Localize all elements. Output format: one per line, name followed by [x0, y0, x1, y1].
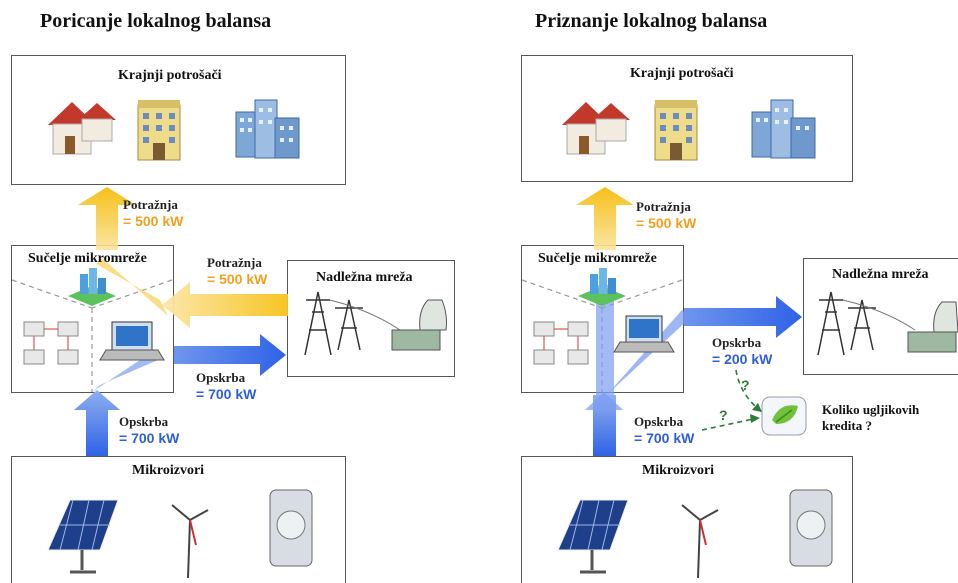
carbon-arrowhead-1 [752, 403, 762, 412]
left-panel-title: Poricanje lokalnog balansa [40, 10, 272, 32]
right-demand-up-name: Potražnja [636, 199, 691, 214]
right-supply-grid-arrow [684, 296, 802, 338]
left-wind-turbine-icon [171, 504, 209, 579]
right-mini-city-icon [578, 268, 626, 306]
left-supply-diag [92, 352, 158, 392]
right-fuel-cell-icon [789, 489, 833, 567]
right-panel-title: Priznanje lokalnog balansa [535, 10, 768, 32]
left-office-icon [235, 99, 300, 159]
left-supply-grid-arrow [174, 334, 286, 376]
right-supply-diag [604, 310, 690, 398]
left-demand-up-name: Potražnja [123, 197, 178, 212]
left-power-tower-icon [304, 291, 401, 356]
right-supply-sources-label: Opskrba = 700 kW [634, 414, 694, 446]
left-interface-label: Sučelje mikromreže [28, 251, 147, 266]
right-supply-inner [596, 285, 614, 395]
carbon-credits-line2: kredita ? [822, 418, 872, 433]
left-battery-icon [23, 321, 79, 365]
right-supply-sources-name: Opskrba [634, 414, 684, 429]
right-power-plant-icon [907, 301, 958, 353]
left-supply-grid-label: Opskrba = 700 kW [196, 370, 256, 402]
left-demand-grid-value: = 500 kW [207, 271, 268, 287]
right-consumers-label: Krajnji potrošači [630, 66, 734, 81]
carbon-credits-line1: Koliko ugljikovih [822, 402, 920, 417]
right-supply-sources-value: = 700 kW [634, 430, 695, 446]
right-sources-label: Mikroizvori [642, 463, 715, 478]
carbon-question-mark-2: ? [719, 407, 728, 423]
left-fuel-cell-icon [269, 489, 313, 567]
left-demand-grid-label: Potražnja = 500 kW [207, 255, 267, 287]
left-demand-up-label: Potražnja = 500 kW [123, 197, 183, 229]
left-supply-grid-name: Opskrba [196, 370, 246, 385]
carbon-arrowhead-2 [750, 414, 760, 423]
right-demand-up-label: Potražnja = 500 kW [636, 199, 696, 231]
carbon-question-mark-1: ? [741, 377, 750, 393]
left-house-icon [48, 102, 116, 155]
left-supply-grid-value: = 700 kW [196, 386, 257, 402]
left-sources-label: Mikroizvori [132, 463, 205, 478]
left-power-plant-icon [391, 299, 447, 351]
right-supply-up-arrow [593, 395, 616, 456]
left-laptop-icon [99, 321, 165, 361]
right-office-icon [751, 99, 816, 159]
carbon-credits-label: Koliko ugljikovih kredita ? [822, 402, 919, 434]
right-demand-up-value: = 500 kW [636, 215, 697, 231]
right-solar-panel-icon [557, 499, 629, 574]
right-supply-up-head [585, 392, 623, 410]
right-grid-box [803, 258, 958, 375]
right-wind-turbine-icon [681, 504, 719, 579]
left-demand-grid-name: Potražnja [207, 255, 262, 270]
left-demand-grid-arrow [162, 282, 288, 328]
left-hotel-icon [137, 100, 181, 161]
right-interface-label: Sučelje mikromreže [538, 251, 657, 266]
carbon-leaf-icon [761, 396, 807, 436]
right-laptop-icon [613, 315, 675, 353]
left-supply-sources-label: Opskrba = 700 kW [119, 414, 179, 446]
left-demand-up-arrow [78, 187, 136, 250]
right-grid-label: Nadležna mreža [832, 267, 929, 282]
right-supply-grid-value: = 200 kW [712, 351, 773, 367]
right-supply-grid-name: Opskrba [712, 335, 762, 350]
right-supply-grid-label: Opskrba = 200 kW [712, 335, 772, 367]
left-consumers-label: Krajnji potrošači [118, 68, 222, 83]
left-supply-up-arrow [74, 390, 120, 456]
left-supply-sources-value: = 700 kW [119, 430, 180, 446]
right-hotel-icon [654, 100, 698, 161]
left-demand-up-value: = 500 kW [123, 213, 184, 229]
right-battery-icon [533, 321, 589, 365]
left-grid-label: Nadležna mreža [316, 270, 413, 285]
left-supply-sources-name: Opskrba [119, 414, 169, 429]
left-demand-diag [96, 258, 168, 316]
right-demand-up-arrow [576, 187, 634, 250]
right-power-tower-icon [817, 291, 916, 356]
right-house-icon [562, 102, 630, 155]
left-solar-panel-icon [47, 499, 119, 574]
left-interface-dividers [11, 279, 173, 392]
left-mini-city-icon [68, 268, 116, 306]
